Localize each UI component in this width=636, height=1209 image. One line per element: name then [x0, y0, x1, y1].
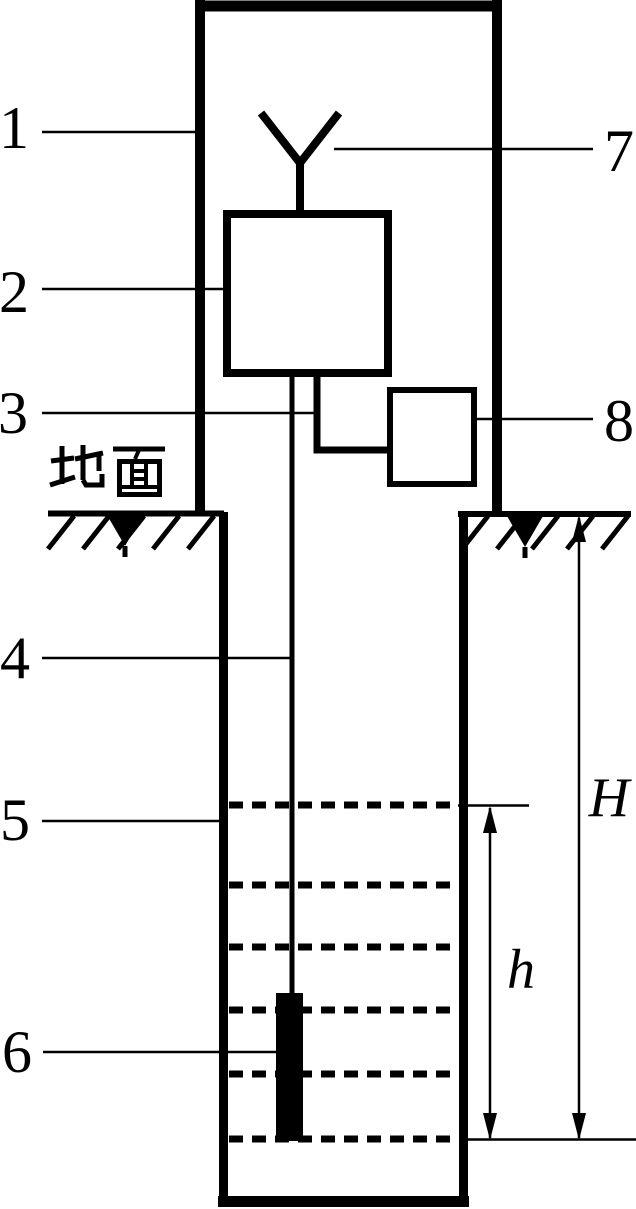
junction-step	[313, 369, 390, 454]
ground-surface-right	[458, 511, 631, 558]
callout-label-6: 6	[2, 1019, 32, 1085]
logger-box	[223, 210, 392, 377]
ground-label-glyphs	[49, 445, 165, 497]
datum-mark-right	[507, 516, 543, 558]
dimension-H	[459, 515, 636, 1141]
callout-label-1: 1	[0, 95, 29, 161]
glyph-mian	[113, 446, 165, 497]
callout-label-8: 8	[604, 388, 634, 454]
water-dash-lines	[229, 801, 459, 1143]
arrow-down-icon	[572, 1113, 586, 1140]
callout-label-7: 7	[604, 118, 634, 184]
datum-mark-left	[107, 515, 143, 557]
ground-hatching-right	[460, 514, 630, 551]
callout-label-4: 4	[0, 625, 30, 691]
arrow-up-icon	[572, 515, 586, 542]
ground-surface-left	[46, 510, 224, 557]
callout-label-5: 5	[0, 787, 30, 853]
telemetry-box	[387, 387, 477, 487]
callout-label-2: 2	[0, 259, 29, 325]
callout-leader-lines	[42, 130, 593, 1054]
antenna-icon	[257, 110, 343, 214]
instrument-cabinet-outline	[195, 0, 502, 513]
arrow-up-icon	[483, 806, 497, 833]
callout-label-3: 3	[0, 380, 28, 446]
dimension-h	[458, 804, 529, 1140]
dimension-label-h: h	[507, 939, 535, 1001]
ground-surface-label: 地面	[48, 440, 170, 498]
dimension-label-H: H	[588, 767, 630, 829]
well-casing	[218, 512, 469, 1207]
glyph-di	[49, 445, 105, 488]
level-sensor	[276, 993, 303, 1141]
arrow-down-icon	[483, 1113, 497, 1140]
